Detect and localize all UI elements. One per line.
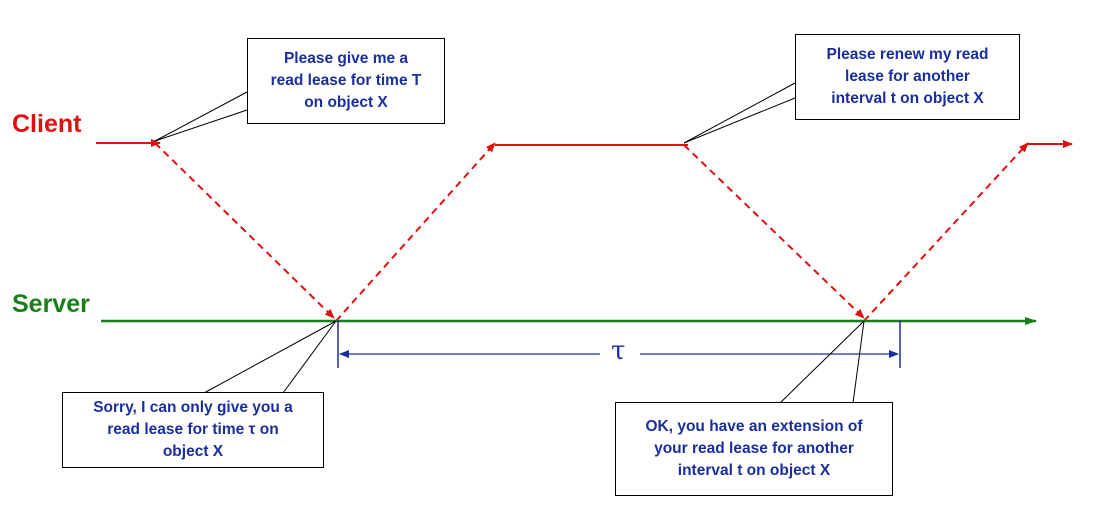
callout-pointer-ok xyxy=(779,320,865,404)
callout-ok: OK, you have an extension of your read l… xyxy=(615,402,893,496)
callout-request: Please give me a read lease for time T o… xyxy=(247,38,445,124)
callout-pointer-request xyxy=(154,91,248,142)
callout-line: lease for another xyxy=(845,68,970,85)
callout-line: interval t on object X xyxy=(831,90,984,107)
callout-line: object X xyxy=(162,443,224,460)
callout-line: interval t on object X xyxy=(677,462,831,479)
server-label: Server xyxy=(12,290,90,318)
callout-line: Sorry, I can only give you a xyxy=(93,399,293,416)
request-message-arrow xyxy=(154,142,335,319)
callout-pointer-sorry xyxy=(203,320,337,394)
callout-renew: Please renew my read lease for another i… xyxy=(795,34,1020,120)
renew-message-arrow xyxy=(683,144,865,319)
callout-line: Please renew my read xyxy=(826,46,989,63)
callout-line: Please give me a xyxy=(283,50,409,67)
callout-sorry: Sorry, I can only give you a read lease … xyxy=(62,392,324,468)
reply-message-arrow xyxy=(335,142,496,322)
callout-pointer-renew xyxy=(683,82,796,144)
callout-line: read lease for time T xyxy=(270,72,422,89)
callout-line: your read lease for another xyxy=(654,440,854,457)
client-label: Client xyxy=(12,110,82,138)
callout-line: OK, you have an extension of xyxy=(645,418,863,435)
interval-tau-label: τ xyxy=(611,336,626,366)
callout-line: read lease for time τ on xyxy=(107,421,279,438)
callout-line: on object X xyxy=(304,94,388,111)
extension-message-arrow xyxy=(863,142,1029,322)
